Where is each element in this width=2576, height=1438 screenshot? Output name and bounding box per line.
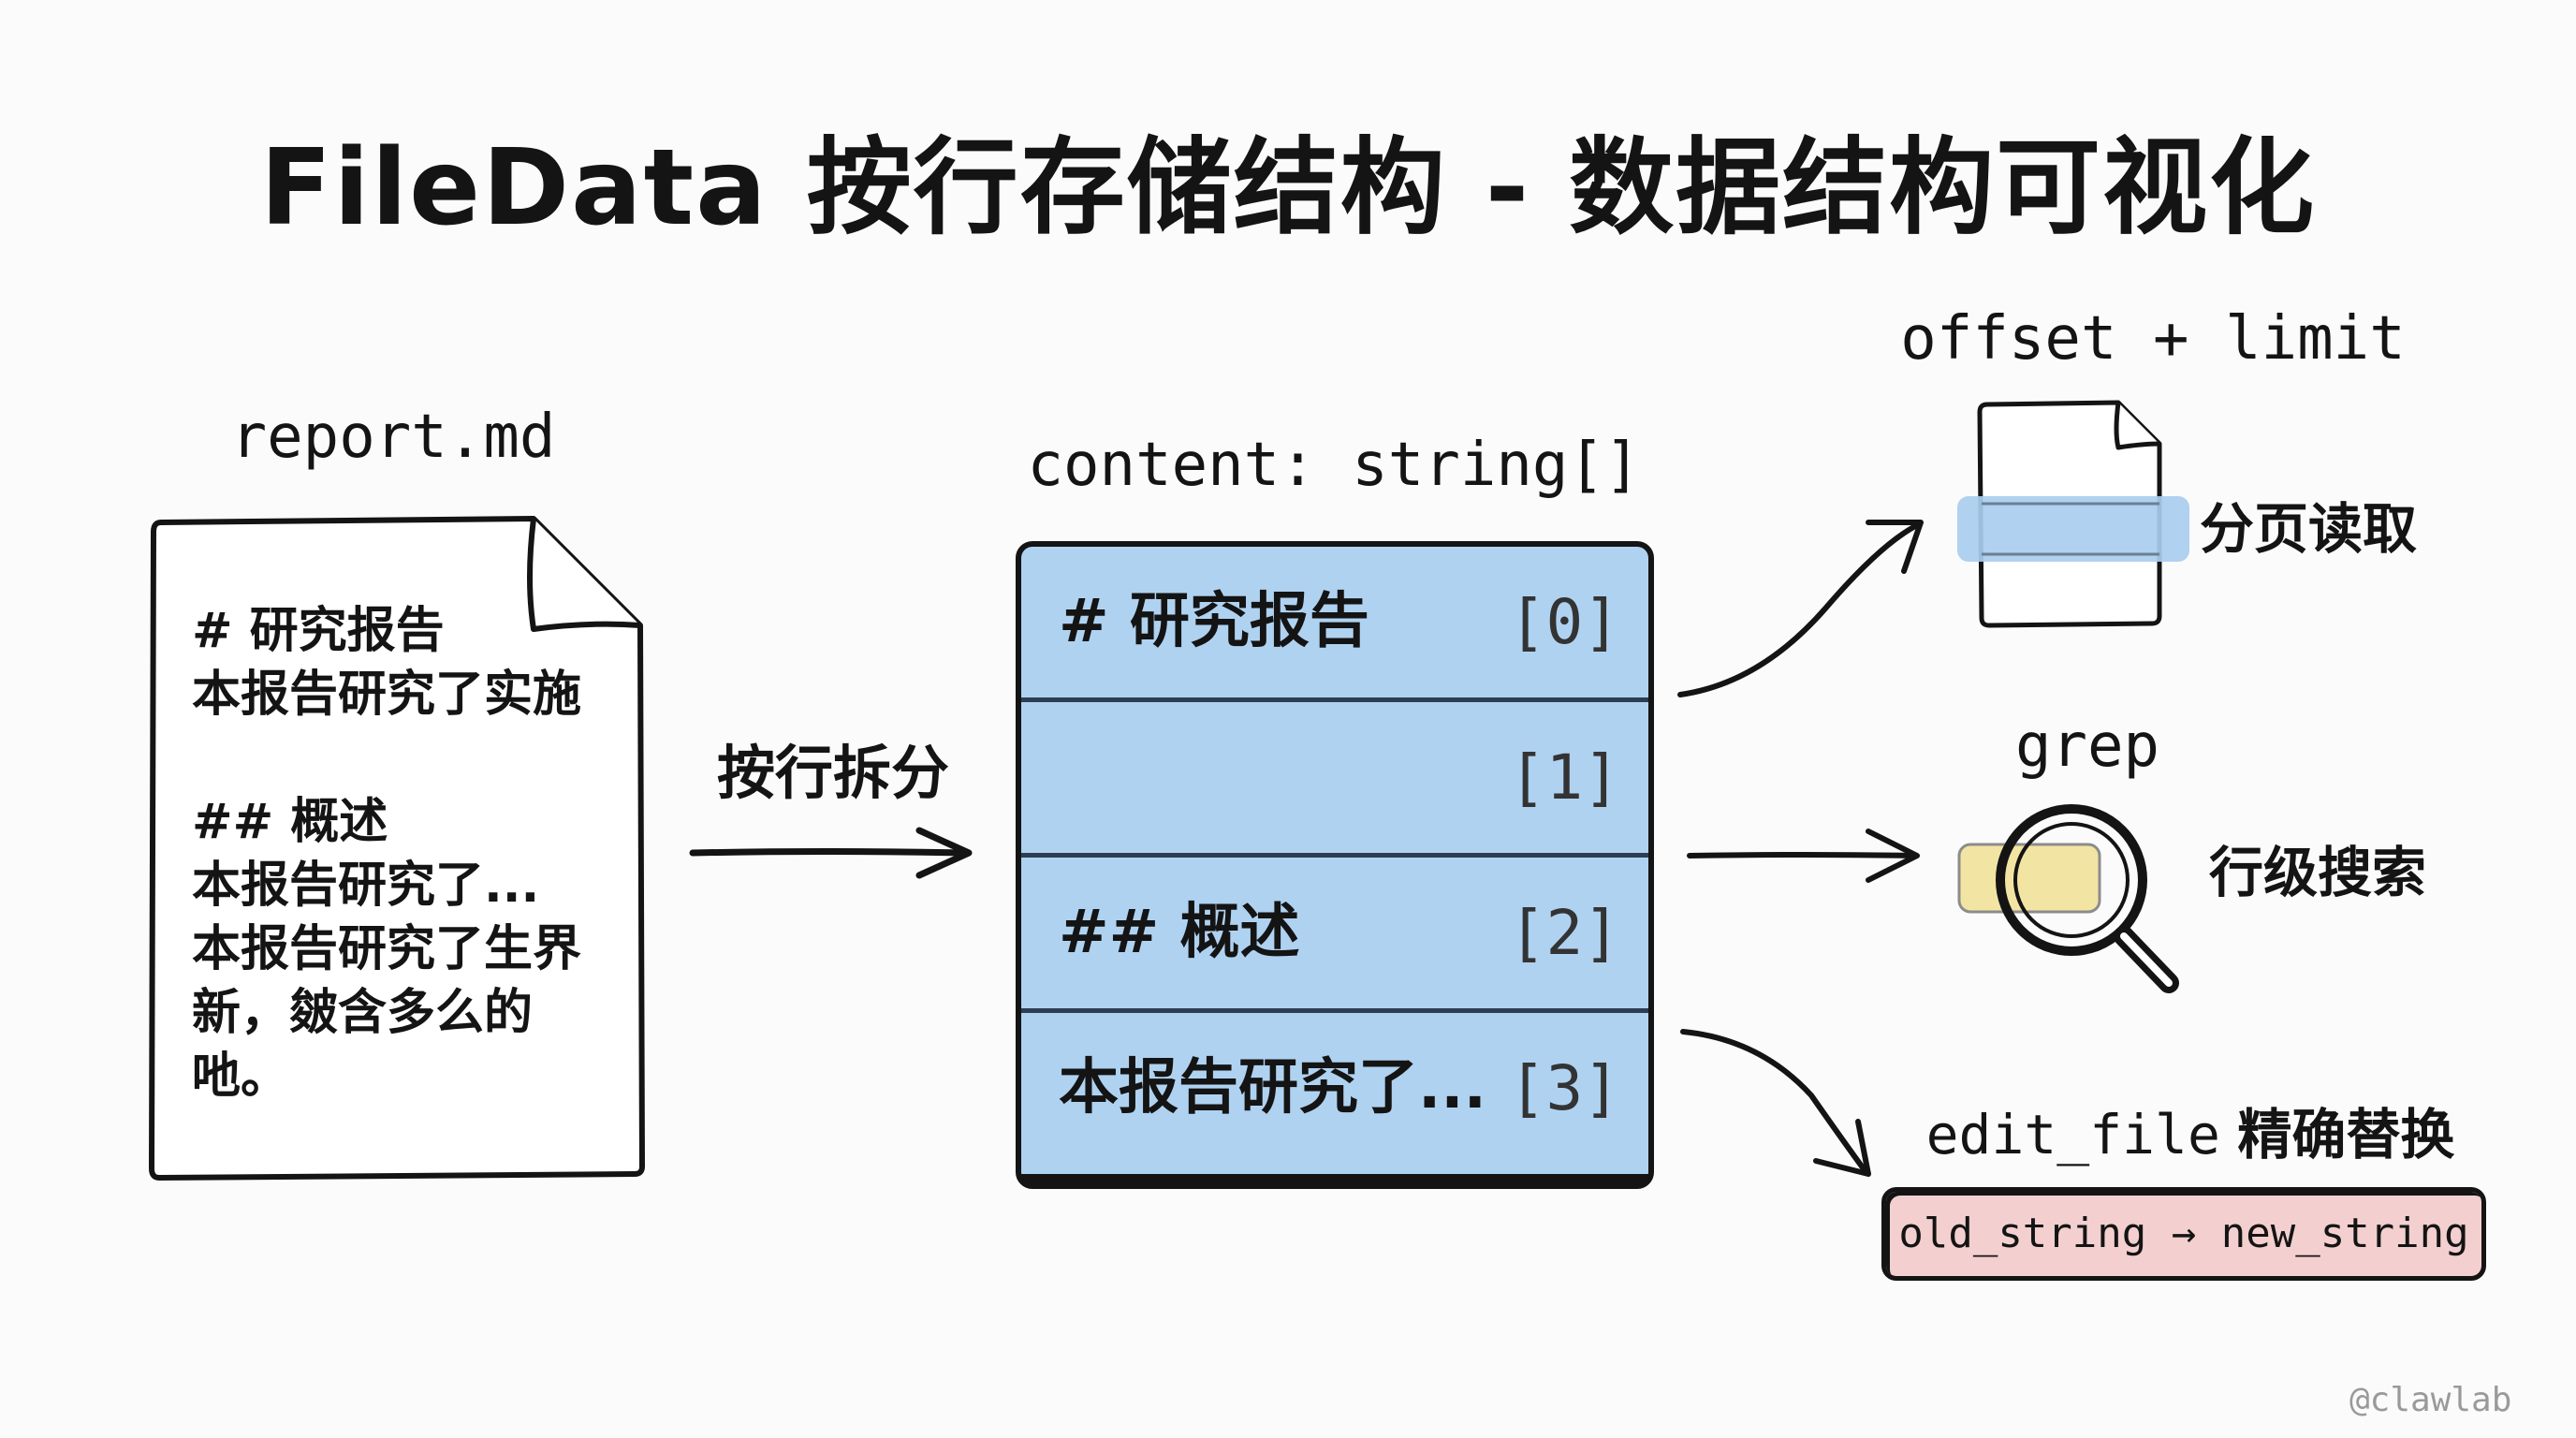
offset-limit-label: offset + limit <box>1900 304 2406 374</box>
array-cell-index: [1] <box>1508 741 1620 814</box>
array-cell: 本报告研究了... [3] <box>1021 1013 1648 1174</box>
line-search-label: 行级搜索 <box>2209 841 2427 904</box>
document-line: 本报告研究了... <box>192 858 540 914</box>
connector-arrowhead-edit <box>1813 1119 1871 1177</box>
grep-label: grep <box>2014 712 2160 781</box>
array-cell-index: [0] <box>1508 586 1620 658</box>
page-title: FileData 按行存储结构 - 数据结构可视化 <box>259 127 2317 249</box>
document-icon <box>149 516 645 1181</box>
document-line: ## 概述 <box>192 794 388 850</box>
magnifier-icon <box>1957 804 2179 993</box>
page-read-label: 分页读取 <box>2200 497 2418 561</box>
connector-arrowhead-grep <box>1866 829 1920 883</box>
exact-replace-label: 精确替换 <box>2237 1103 2455 1167</box>
array-cell-index: [3] <box>1508 1052 1620 1124</box>
watermark: @clawlab <box>2349 1381 2512 1419</box>
document-line: 新，皴含多么的 <box>192 985 534 1041</box>
document-line: 本报告研究了生界 <box>192 921 582 977</box>
array-cell-index: [2] <box>1508 897 1620 969</box>
array-cell: # 研究报告 [0] <box>1021 547 1648 702</box>
connector-arrowhead-offset <box>1866 520 1924 574</box>
page-icon <box>1957 400 2189 628</box>
array-cell: ## 概述 [2] <box>1021 858 1648 1013</box>
connector-arrow-grep <box>1687 852 1917 858</box>
array-cell-text: # 研究报告 <box>1059 587 1369 656</box>
connector-arrow-offset <box>1677 521 1922 697</box>
source-filename: report.md <box>230 403 556 472</box>
array-cell-text: ## 概述 <box>1059 898 1300 967</box>
document-line: 吔。 <box>192 1049 290 1105</box>
document-line: 本报告研究了实施 <box>192 667 582 723</box>
connector-arrow-edit <box>1680 1029 1867 1173</box>
array-type-label: content: string[] <box>1027 431 1641 500</box>
content-array: # 研究报告 [0] [1] ## 概述 [2] 本报告研究了... [3] <box>1016 541 1654 1189</box>
edit-file-label: edit_file 精确替换 <box>1891 1091 2490 1169</box>
source-document-text: # 研究报告 本报告研究了实施 ## 概述 本报告研究了... 本报告研究了生界… <box>192 599 632 1108</box>
document-line: # 研究报告 <box>192 603 445 659</box>
split-label: 按行拆分 <box>716 739 949 807</box>
replacement-box: old_string → new_string <box>1881 1187 2486 1281</box>
array-cell: [1] <box>1021 702 1648 858</box>
split-arrow-icon <box>689 827 973 879</box>
edit-file-name: edit_file <box>1925 1103 2220 1167</box>
array-cell-text: 本报告研究了... <box>1059 1053 1486 1123</box>
